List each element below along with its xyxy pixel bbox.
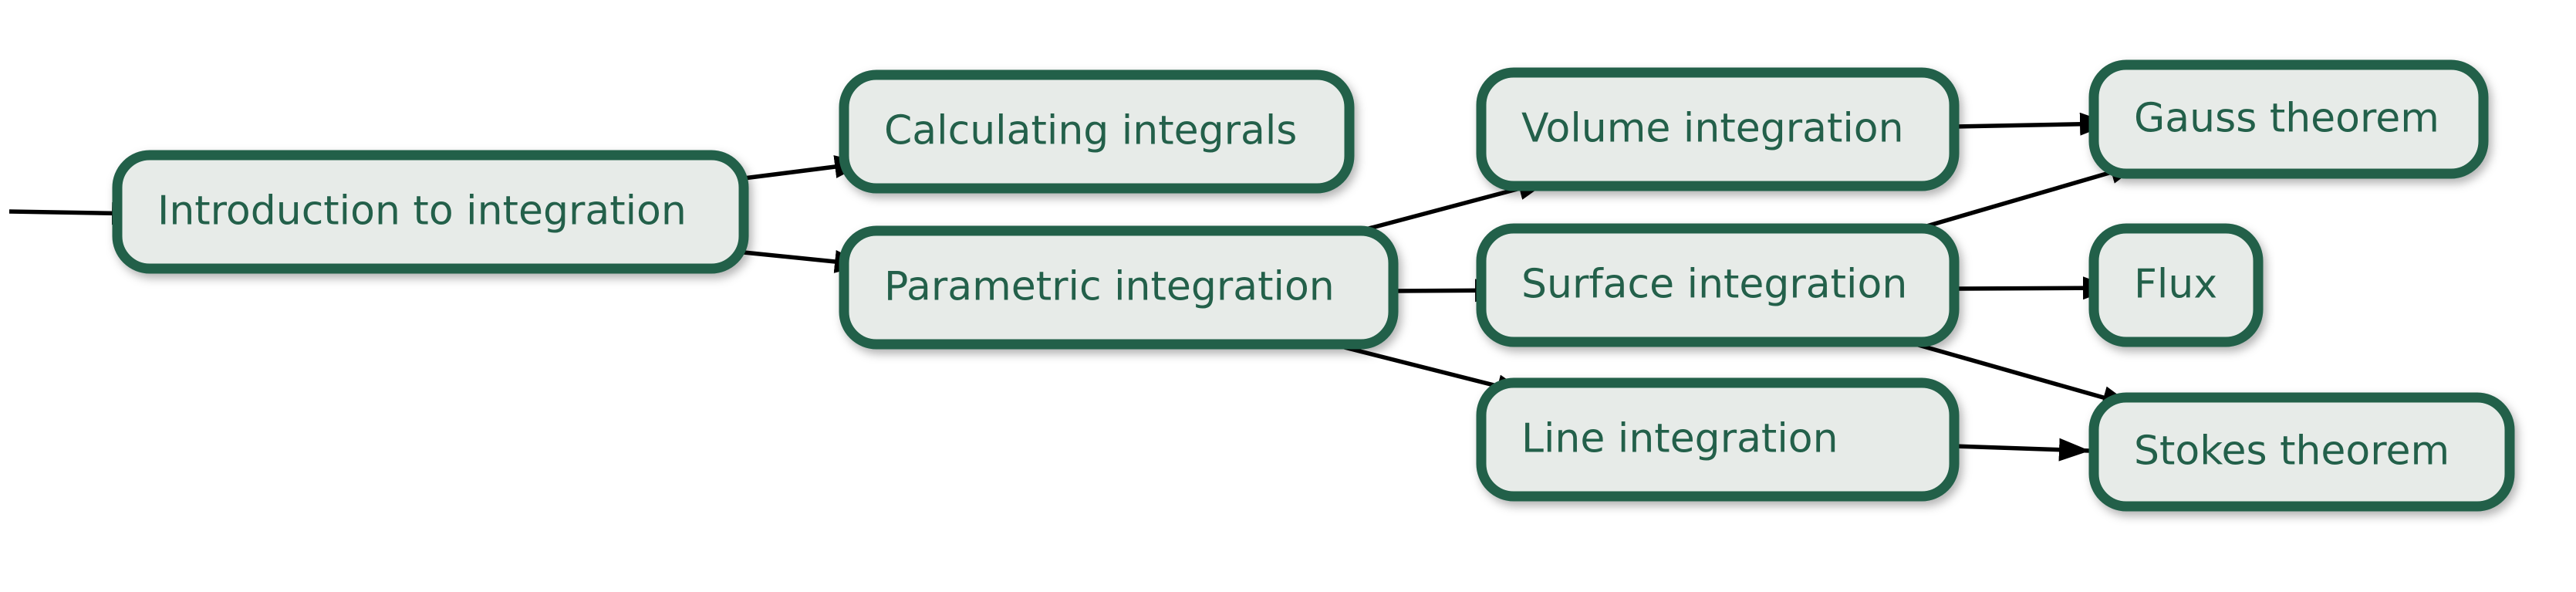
node-intro-label: Introduction to integration — [157, 188, 687, 235]
node-calc: Calculating integrals — [839, 69, 1355, 194]
node-param-label: Parametric integration — [884, 264, 1335, 310]
node-gauss-label: Gauss theorem — [2134, 96, 2439, 142]
edges-layer — [8, 112, 2142, 462]
node-volume-label: Volume integration — [1521, 106, 1904, 152]
node-surface: Surface integration — [1476, 223, 1960, 347]
edge-surface-to-flux — [1953, 276, 2115, 300]
node-flux-box — [2088, 223, 2264, 347]
node-gauss: Gauss theorem — [2088, 59, 2489, 179]
node-surface-box — [1476, 223, 1960, 347]
node-intro: Introduction to integration — [112, 150, 749, 274]
node-volume-box — [1476, 67, 1960, 191]
node-line: Line integration — [1476, 377, 1960, 502]
node-line-label: Line integration — [1521, 416, 1838, 462]
node-stokes-label: Stokes theorem — [2134, 428, 2449, 475]
nodes-layer: Introduction to integration Calculating i… — [112, 59, 2515, 512]
node-calc-label: Calculating integrals — [884, 108, 1297, 154]
node-line-box — [1476, 377, 1960, 502]
edge-volume-to-gauss — [1953, 112, 2112, 136]
node-flux-label: Flux — [2134, 262, 2217, 308]
node-stokes-box — [2088, 392, 2515, 512]
edge-line-to-stokes — [1953, 438, 2091, 462]
node-param: Parametric integration — [839, 225, 1399, 350]
edge-surface-to-gauss — [1918, 161, 2142, 231]
edge-surface-to-stokes — [1899, 337, 2134, 409]
node-volume: Volume integration — [1476, 67, 1960, 191]
node-calc-box — [839, 69, 1355, 194]
node-intro-box — [112, 150, 749, 274]
node-param-box — [839, 225, 1399, 350]
node-surface-label: Surface integration — [1521, 262, 1907, 308]
node-stokes: Stokes theorem — [2088, 392, 2515, 512]
node-gauss-box — [2088, 59, 2489, 179]
node-flux: Flux — [2088, 223, 2264, 347]
